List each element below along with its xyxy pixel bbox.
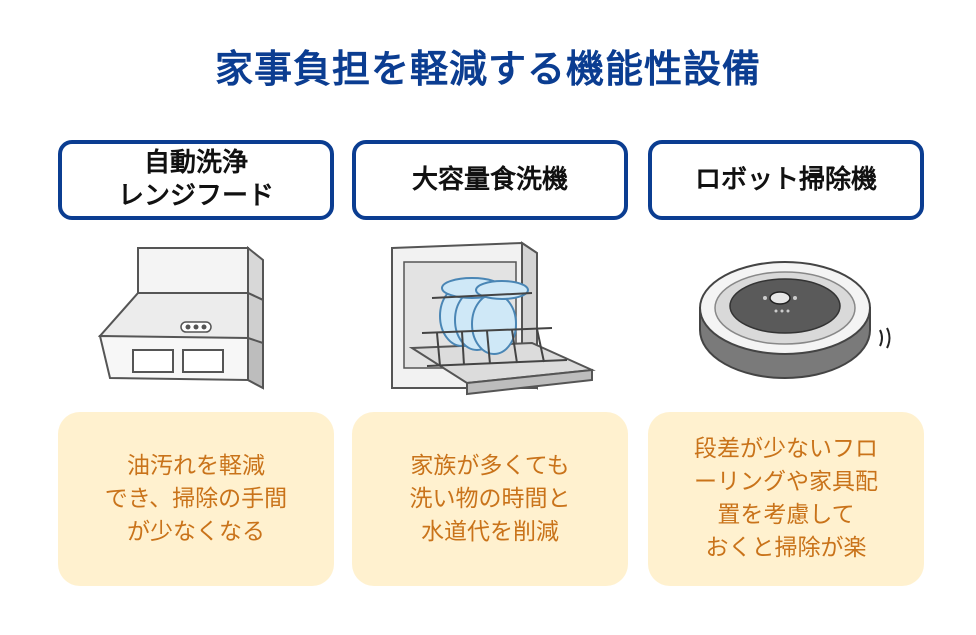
dishwasher-icon	[391, 241, 596, 396]
feature-dishwasher: 大容量食洗機 家族が多くても 洗い物の時間と 水道代を削減	[352, 0, 628, 635]
feature-description: 油汚れを軽減 でき、掃除の手間 が少なくなる	[104, 452, 288, 545]
feature-range-hood: 自動洗浄 レンジフード 油汚れを軽減 でき、掃除の手間 が少なくなる	[58, 0, 334, 635]
feature-description: 家族が多くても 洗い物の時間と 水道代を削減	[409, 452, 571, 545]
feature-label: 自動洗浄 レンジフード	[117, 148, 274, 211]
feature-description-box: 段差が少ないフロ ーリングや家具配 置を考慮して おくと掃除が楽	[648, 412, 924, 586]
feature-label-box: ロボット掃除機	[648, 140, 924, 220]
feature-label: ロボット掃除機	[694, 164, 877, 195]
feature-label-box: 大容量食洗機	[352, 140, 628, 220]
feature-description: 段差が少ないフロ ーリングや家具配 置を考慮して おくと掃除が楽	[694, 436, 878, 561]
page-title: 家事負担を軽減する機能性設備	[214, 47, 761, 91]
feature-description-box: 油汚れを軽減 でき、掃除の手間 が少なくなる	[58, 412, 334, 586]
range-hood-icon	[97, 245, 264, 390]
robot-vacuum-icon	[699, 261, 891, 379]
feature-robot-vacuum: ロボット掃除機 段差が少ないフロ ーリングや家具配 置を考慮して おくと掃除が楽	[648, 0, 924, 635]
feature-label-box: 自動洗浄 レンジフード	[58, 140, 334, 220]
feature-label: 大容量食洗機	[411, 164, 568, 195]
feature-description-box: 家族が多くても 洗い物の時間と 水道代を削減	[352, 412, 628, 586]
